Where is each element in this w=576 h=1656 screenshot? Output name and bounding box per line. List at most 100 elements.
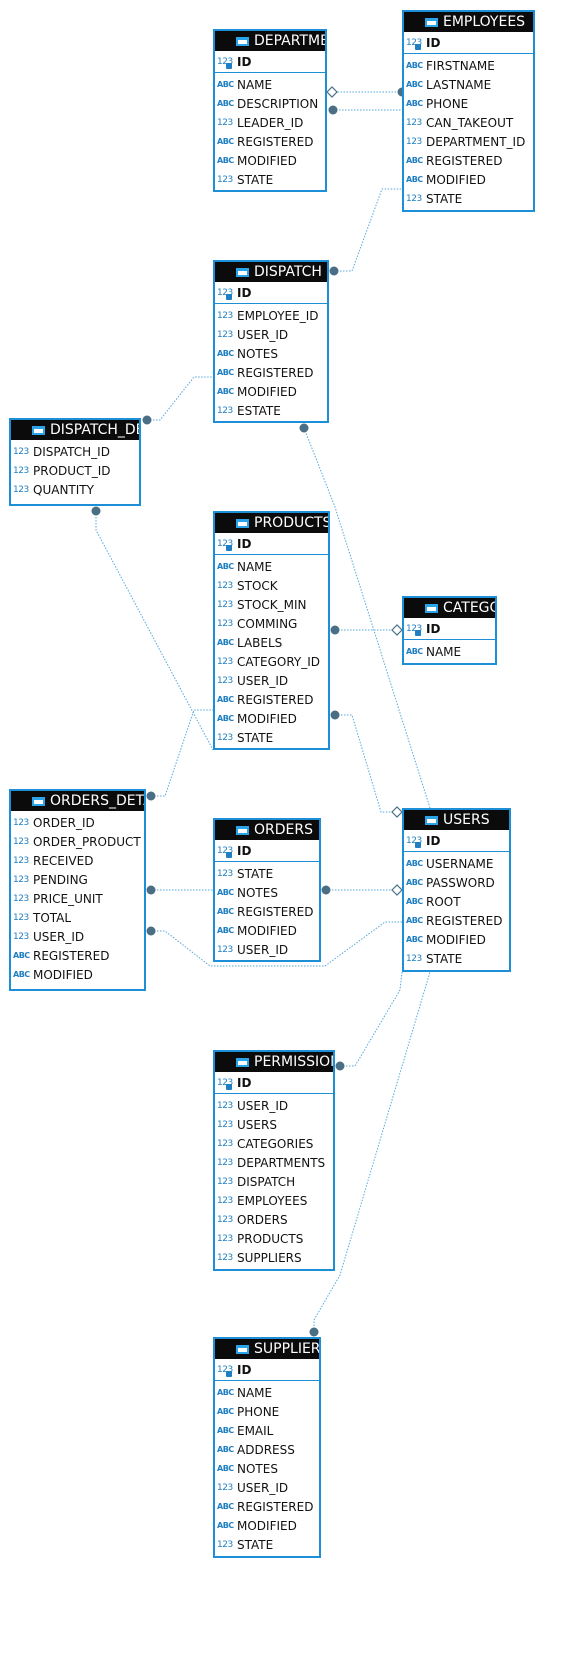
entity-dispatch-detail[interactable]: DISPATCH_DETAIL 123DISPATCH_ID123PRODUCT_… (9, 418, 141, 506)
relationship-orders-detail-to-products[interactable] (146, 709, 214, 801)
entity-permissions[interactable]: PERMISSIONS123ID123USER_ID123USERS123CAT… (213, 1050, 335, 1271)
entity-header[interactable]: USERS (404, 810, 509, 830)
relationship-permissions-to-users[interactable] (335, 971, 403, 1071)
entity-orders-detail[interactable]: ORDERS_DETAIL123ORDER_ID123ORDER_PRODUCT… (9, 789, 146, 991)
relationship-dispatch-detail-to-dispatch[interactable] (142, 376, 214, 425)
entity-header[interactable]: EMPLOYEES (404, 12, 533, 32)
entity-suppliers[interactable]: SUPPLIERS123IDABCNAMEABCPHONEABCEMAILABC… (213, 1337, 321, 1558)
relationship-orders-to-users[interactable] (321, 884, 403, 896)
entity-header[interactable]: DISPATCH (215, 262, 327, 282)
entity-header[interactable]: PRODUCTS (215, 513, 328, 533)
relationship-suppliers-to-users[interactable] (309, 971, 431, 1337)
entity-header[interactable]: DISPATCH_DETAIL (11, 420, 139, 440)
entity-header[interactable]: DEPARTMENT (215, 31, 325, 51)
relationship-orders-detail-to-orders[interactable] (146, 885, 214, 895)
relationship-dispatch-detail-to-products[interactable] (91, 506, 214, 751)
relationship-department-to-employees[interactable] (328, 105, 403, 115)
entity-header[interactable]: ORDERS (215, 820, 319, 840)
relationship-products-to-users[interactable] (330, 710, 403, 818)
entity-header[interactable]: SUPPLIERS (215, 1339, 319, 1359)
relationship-products-to-categories[interactable] (330, 624, 403, 636)
relationship-dispatch-to-users[interactable] (299, 423, 431, 809)
entity-department[interactable]: DEPARTMENT123IDABCNAMEABCDESCRIPTION123L… (213, 29, 327, 192)
relationship-dispatch-to-employees[interactable] (329, 188, 403, 276)
entity-header[interactable]: CATEGORIES (404, 598, 495, 618)
relationship-employees-to-department[interactable] (326, 86, 407, 98)
